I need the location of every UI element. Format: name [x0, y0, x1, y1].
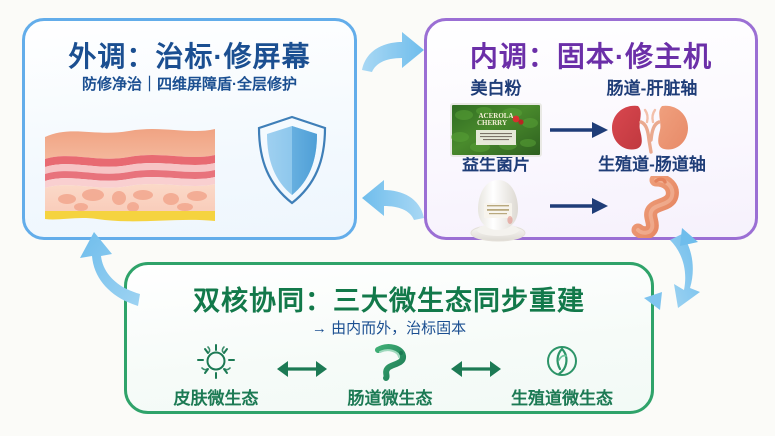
- panel-external-care: 外调：治标·修屏幕 防修净治｜四维屏障盾·全层修护: [22, 18, 357, 240]
- flow-arrow-synergy-internal-bidirectional: [644, 228, 700, 310]
- reproductive-icon: [547, 346, 577, 376]
- intestine-illustration: [631, 176, 679, 238]
- ecosystem-label-gut: 肠道微生态: [347, 389, 433, 408]
- sun-icon: [197, 344, 235, 379]
- ecosystem-label-skin: 皮肤微生态: [173, 389, 259, 408]
- panel-synergy-subtitle: → 由内而外，治标固本: [311, 320, 467, 337]
- panel-internal-title: 内调：固本·修主机: [469, 41, 713, 72]
- panel-synergy-title: 双核协同：三大微生态同步重建: [193, 286, 585, 316]
- svg-text:CHERRY: CHERRY: [477, 119, 507, 127]
- internal-product-1-label: 美白粉: [470, 79, 522, 98]
- intestine-icon: [375, 344, 406, 381]
- kidneys-illustration: [612, 105, 688, 154]
- skin-cross-section-figure: [45, 129, 215, 222]
- svg-text:ACEROLA: ACEROLA: [478, 112, 513, 120]
- internal-product-2-label: 益生菌片: [462, 155, 530, 174]
- ecosystem-item-skin: 皮肤微生态: [150, 342, 282, 409]
- flow-arrow-internal-to-external: [362, 180, 424, 220]
- panel-external-subtitle: 防修净治｜四维屏障盾·全层修护: [82, 76, 297, 93]
- internal-axis-2-label: 生殖道-肠道轴: [598, 155, 706, 174]
- ecosystem-connector-1: [277, 361, 327, 377]
- flow-arrow-external-to-internal: [362, 32, 424, 72]
- ecosystem-label-reproductive: 生殖道微生态: [511, 389, 613, 408]
- ecosystem-connector-2: [451, 361, 501, 377]
- internal-axis-1-label: 肠道-肝脏轴: [606, 79, 698, 98]
- panel-external-title: 外调：治标·修屏幕: [68, 41, 311, 72]
- flow-arrow-synergy-to-external: [80, 232, 140, 306]
- arrow-product-to-axis-1: [550, 122, 608, 138]
- shield-icon: [257, 115, 327, 205]
- probiotic-bottle-image: [470, 180, 526, 242]
- acerola-cherry-package-image: ACEROLA CHERRY: [450, 103, 542, 157]
- ecosystem-item-gut: 肠道微生态: [324, 342, 456, 409]
- arrow-product-to-axis-2: [550, 198, 608, 214]
- ecosystem-item-reproductive: 生殖道微生态: [496, 342, 628, 409]
- panel-synergy: 双核协同：三大微生态同步重建 → 由内而外，治标固本: [124, 262, 654, 414]
